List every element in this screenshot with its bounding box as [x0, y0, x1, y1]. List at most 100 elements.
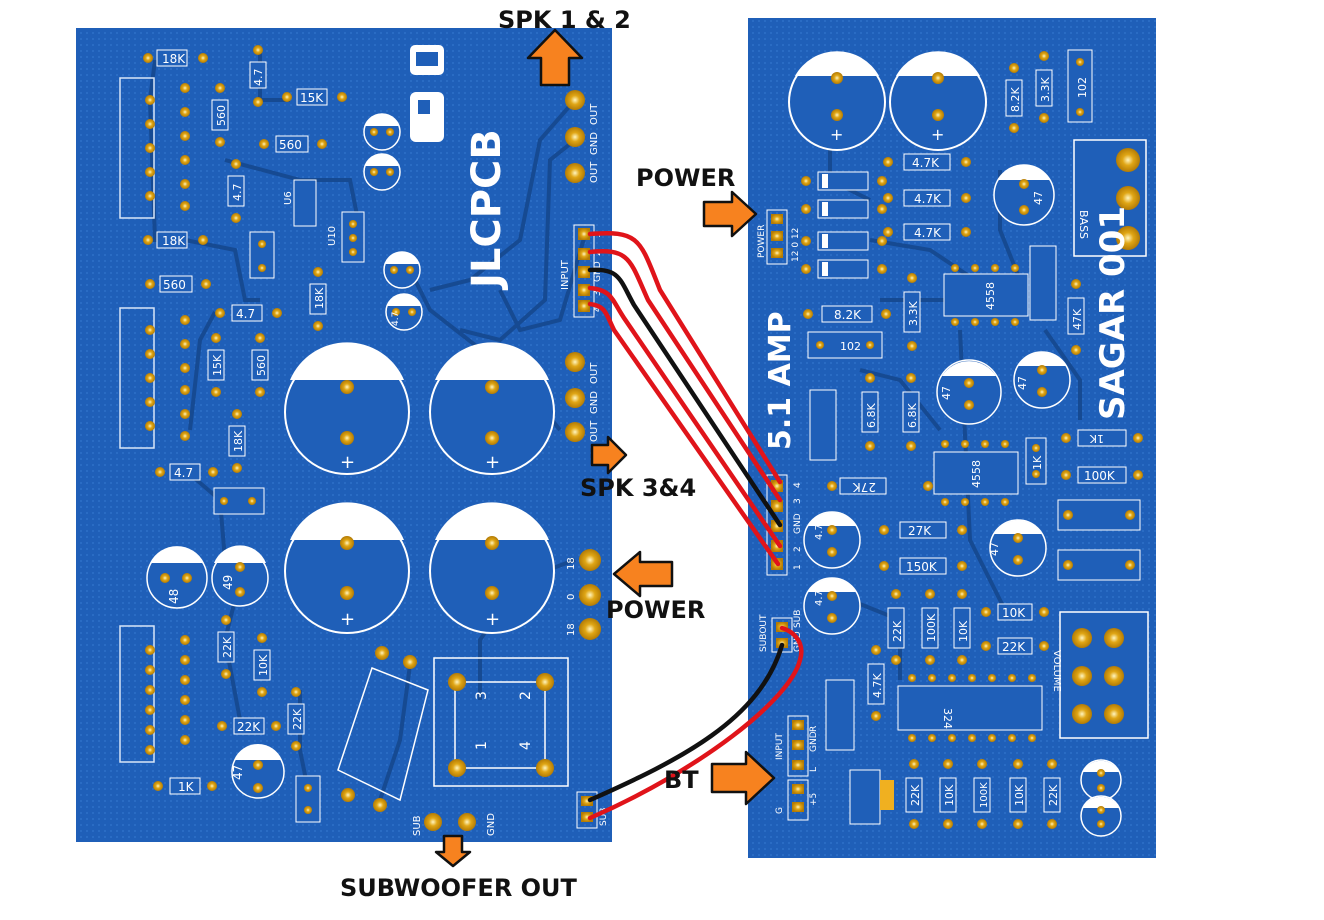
wire-red-sub [587, 625, 804, 821]
resistor-value: 22K [291, 708, 304, 730]
resistor-value: 22K [891, 620, 904, 642]
cap-value: 47 [1016, 376, 1029, 390]
ic-chip: 4558 [933, 440, 1019, 506]
wires [587, 231, 804, 821]
wire-red-2 [587, 249, 783, 503]
label-subwoofer-out: SUBWOOFER OUT [340, 874, 577, 902]
resistor-value: 27K [908, 524, 932, 538]
svg-text:+: + [340, 609, 355, 630]
resistor: 4.7K [883, 153, 971, 171]
bt-pin-label: +5 [809, 793, 819, 806]
input-pin-label: 3 [593, 290, 603, 296]
sub-label: SUB [793, 610, 803, 628]
bridge-rectifier: 3 2 1 4 [433, 657, 569, 787]
bridge-pin-label: 2 [518, 691, 534, 700]
resistor: 22K [887, 589, 905, 665]
cap-large: + [429, 502, 555, 634]
svg-text:+: + [830, 125, 843, 144]
input-pin-label: 2 [793, 546, 803, 552]
resistor: 4.7K [883, 223, 971, 241]
resistor: 22K [1043, 759, 1061, 829]
resistor-value: 150K [906, 560, 938, 574]
resistor-value: 47K [1071, 308, 1084, 330]
bass-pot: BASS [1073, 139, 1147, 257]
resistor: 10K [953, 589, 971, 665]
resistor-value: 3.3K [907, 301, 920, 326]
resistor: 102 [1067, 49, 1093, 123]
arrow-right-icon [710, 750, 776, 806]
power-pin-label: 18 [566, 623, 577, 636]
resistor-value: 6.8K [865, 403, 878, 428]
resistor: 560 [259, 135, 327, 153]
label-bt: BT [664, 766, 699, 794]
ic-chip: 4558 [943, 264, 1029, 326]
cap-large: + [284, 342, 410, 475]
out-label: OUT [589, 362, 600, 384]
out-label: OUT [589, 161, 600, 183]
input-pin-label: 4 [593, 306, 603, 312]
diodes [801, 171, 887, 279]
resistor-value: 4.7 [231, 184, 244, 202]
power-pin-label: 0 [566, 594, 577, 600]
right-misc-boxes [809, 245, 1141, 825]
volume-pot: VOLUME [1051, 611, 1149, 739]
resistor-value: 22K [909, 784, 922, 806]
resistor: 15K [207, 333, 225, 397]
resistor: 10K [253, 633, 271, 697]
resistor: 6.8K [902, 373, 920, 451]
wire-red-4 [587, 301, 781, 567]
resistor-value: 22K [1047, 784, 1060, 806]
left-power-pads: 18 0 18 [566, 549, 601, 640]
ic-label: U6 [283, 191, 294, 205]
resistor: 18K [228, 409, 246, 473]
resistor: 47K [1067, 279, 1085, 355]
resistor: 150K [879, 557, 967, 575]
board-subtitle: 5.1 AMP [763, 311, 798, 450]
resistor-value: 10K [1013, 784, 1026, 806]
resistor-value: 4.7 [236, 307, 255, 321]
bt-headers: INPUT L GND R G +5 [775, 715, 819, 821]
resistor-value: 560 [255, 355, 268, 376]
bass-label: BASS [1077, 210, 1090, 239]
input-pin-label: 1 [793, 564, 803, 570]
resistor: 4.7K [867, 645, 885, 721]
resistor: 4.7 [155, 463, 218, 481]
resistor: 1K [1025, 437, 1047, 485]
out-label: OUT [589, 420, 600, 442]
svg-text:+: + [340, 452, 355, 473]
right-ics: 4558 4558 324 [897, 264, 1043, 742]
resistor: 3.3K [1035, 51, 1053, 123]
resistor-value: 1K [1031, 455, 1044, 470]
resistor-value: 27K [852, 480, 876, 494]
resistor: 18K [143, 231, 208, 249]
resistor-value: 4.7 [174, 466, 193, 480]
resistor-value: 6.8K [906, 403, 919, 428]
bridge-pin-label: 3 [474, 691, 490, 700]
left-small-caps: 48 49 47 4.7 [146, 113, 423, 799]
cap-value: 4.7 [814, 524, 825, 540]
cap-value: 4.7 [814, 590, 825, 606]
left-logo: JLCPCB [410, 45, 510, 291]
arrow-right-icon [702, 190, 758, 238]
fuse-holder [337, 646, 429, 812]
right-pcb: + + 47 47 47 4.7 47 4.7 8.2K 3.3K 102 [748, 18, 1156, 858]
resistor-value: 1K [178, 780, 195, 794]
resistor-value: 8.2K [834, 308, 862, 322]
resistor-value: 4.7K [912, 156, 940, 170]
resistor: 4.7 [227, 159, 245, 223]
resistor: 18K [143, 49, 208, 67]
wire-black-sub-gnd [587, 642, 785, 803]
arrow-down-icon [434, 834, 472, 868]
resistor: 22K [981, 637, 1049, 655]
left-large-caps: + + + + [284, 342, 555, 634]
input-pin-label: 3 [793, 498, 803, 504]
resistor-value: 102 [840, 340, 861, 353]
left-ic-boxes: U6 U10 [213, 179, 365, 823]
ic-label: 4558 [984, 282, 997, 310]
left-resistors: 18K 4.7 15K 560 560 4.7 18K 560 4.7 18K … [143, 45, 347, 795]
resistor-value: 10K [1002, 606, 1026, 620]
resistor-value-1k: 1K [1089, 432, 1104, 445]
resistor: 560 [251, 333, 269, 397]
cap-large: + [284, 502, 410, 634]
